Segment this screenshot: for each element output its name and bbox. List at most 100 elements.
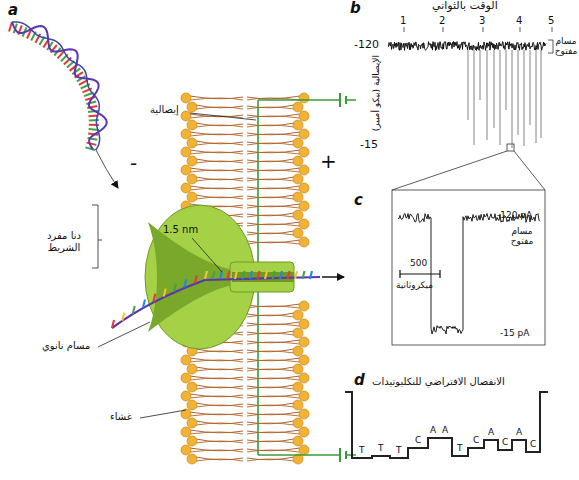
dna-base [310,271,312,279]
nucleotide-letter: A [430,425,436,435]
lipid-head [293,418,303,428]
lipid-head [299,445,309,455]
lipid-tail [247,387,294,389]
nucleotide-letter: C [530,439,536,449]
leader-line [140,410,186,418]
lipid-head [181,445,191,455]
lipid-head [187,174,197,184]
lipid-head [293,346,303,356]
nucleotide-letter: T [396,445,402,455]
lipid-tail [190,170,243,172]
tick-label: 5 [548,15,554,27]
blockade-spike [518,50,519,135]
lipid-tail [247,378,300,380]
nucleotide-letter: T [359,445,365,455]
nucleotide-staircase [345,392,548,458]
dna-base [184,279,186,287]
blockade-spike [474,50,475,145]
dna-base [280,271,282,279]
lipid-head [187,120,197,130]
lipid-tail [247,152,300,154]
lipid-tail [247,143,294,145]
dna-base [273,271,275,279]
arrow [96,150,118,188]
dimension: 1.5 nm [163,224,198,236]
nucleotide-letter: A [488,427,494,437]
lipid-head [187,454,197,464]
dna-backbone [112,277,320,328]
nucleotide-letter: A [442,425,448,435]
lipid-tail [247,134,300,136]
dna-base [235,271,237,279]
lipid-head [293,174,303,184]
lipid-head [299,355,309,365]
tick-mark [404,27,552,32]
polarity-sign: - [130,152,137,175]
tick-label: -15 [360,139,378,152]
lipid-tail [190,134,243,136]
wire [258,99,356,101]
lipid-tail [247,441,294,443]
lipid-tail [196,369,243,371]
polarity-sign: + [320,150,337,173]
lipid-tail [247,306,300,308]
lipid-tail [247,242,300,244]
lipid-tail [196,459,243,461]
lipid-head [181,165,191,175]
lipid-head [181,373,191,383]
leader-line [98,322,150,347]
nucleotide-letter: C [473,435,479,445]
dna-strand [9,22,320,328]
nucleotide-letter: T [378,443,384,453]
part-label: غشاء [110,411,132,423]
zoom-box [507,144,514,151]
bracket [92,205,102,268]
dna-base [205,271,207,279]
scale-bar [400,270,440,278]
lipid-head [299,409,309,419]
lipid-head [299,93,309,103]
lipid-head [293,120,303,130]
lipid-head [187,382,197,392]
lipid-tail [247,170,300,172]
lipid-tail [196,351,243,353]
lipid-head [299,201,309,211]
lipid-head [187,156,197,166]
lipid-head [293,400,303,410]
annotation: مسام مفتوح [553,36,579,57]
blockade-spike [480,50,481,100]
tick-label: 1 [400,15,406,27]
blockade-spike [494,50,495,128]
lipid-head [293,102,303,112]
lipid-head [187,436,197,446]
lipid-head [299,319,309,329]
lipid-tail [247,161,294,163]
axis-title: الوقت بالثواني [432,0,498,13]
lipid-head [187,364,197,374]
dna-base [265,271,267,279]
lipid-head [299,301,309,311]
blockade-spike [468,50,469,120]
scale-label: 500 [410,258,427,268]
lipid-tail [247,215,294,217]
lipid-tail [247,351,294,353]
panel-b-frame [392,27,553,345]
lipid-head [299,165,309,175]
lipid-head [181,111,191,121]
lipid-tail [247,224,300,226]
lipid-tail [247,369,294,371]
lipid-head [299,237,309,247]
scale-label: ميكروثانية [396,280,433,290]
lipid-tail [190,414,243,416]
lipid-head [181,147,191,157]
panel-letter: b [350,0,361,17]
lipid-tail [190,188,243,190]
lipid-tail [190,378,243,380]
lipid-tail [196,107,243,109]
lipid-tail [190,152,243,154]
lipid-head [293,328,303,338]
lipid-head [299,219,309,229]
current-traces [388,42,546,335]
part-label: إيصالية [150,104,179,116]
